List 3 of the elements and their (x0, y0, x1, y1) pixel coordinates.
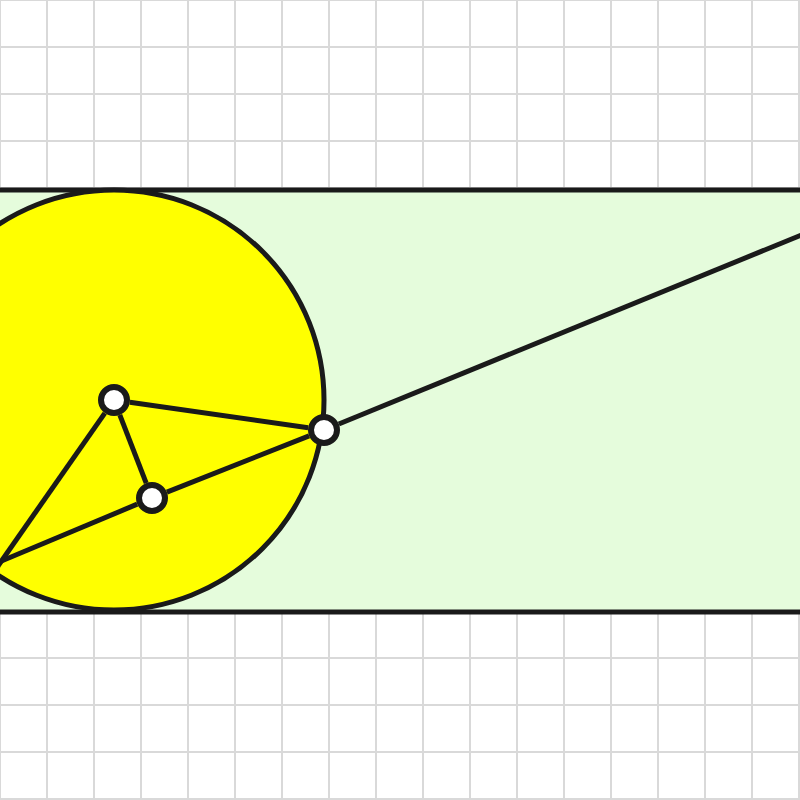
line-segment (129, 399, 309, 431)
line-segment (117, 414, 149, 484)
line-segment (165, 433, 311, 495)
